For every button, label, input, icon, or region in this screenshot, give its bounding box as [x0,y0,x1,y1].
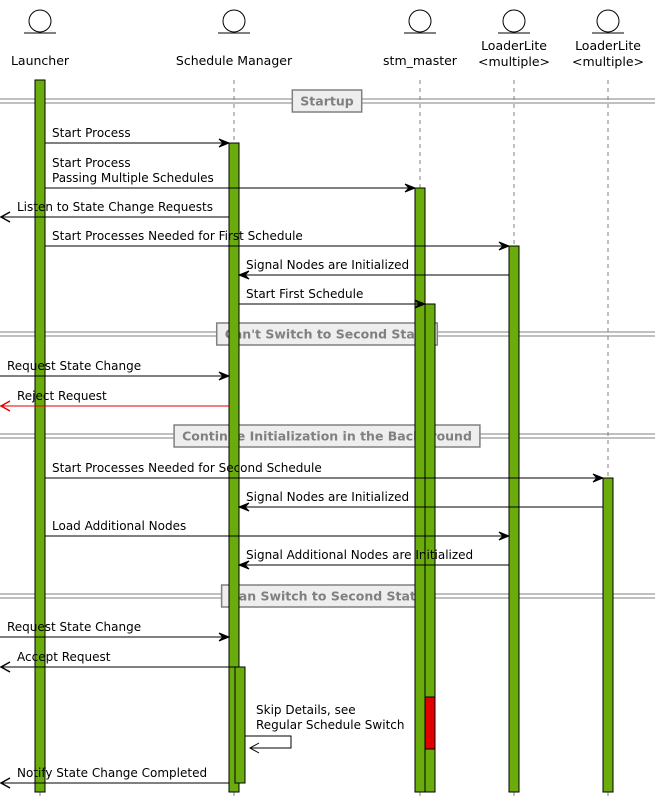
separator-3: Can Switch to Second State [0,584,655,608]
boundary-actor-icon [498,9,530,34]
activation-stm-master-nested [424,303,436,793]
message-label: Load Additional Nodes [52,519,186,533]
message-label: Signal Nodes are Initialized [246,490,409,504]
message-arrow-head [237,502,250,512]
activation-loaderlite-a [508,245,520,793]
message-arrow-head [414,299,427,309]
separator-box [291,89,363,113]
message-11: Signal Additional Nodes are Initialized [237,548,509,570]
message-5: Start First Schedule [239,287,427,309]
message-arrow-head [498,531,511,541]
message-label: Signal Additional Nodes are Initialized [246,548,473,562]
separator-label: Startup [300,94,353,109]
message-arrow-line [245,735,292,749]
message-arrow-head [237,270,250,280]
message-arrow-head [0,661,11,673]
separator-label: Continue Initialization in the Backgroun… [182,429,472,444]
message-arrow-head [0,777,11,789]
message-arrow-head [498,241,511,251]
message-13: Accept Request [0,650,235,673]
boundary-actor-icon [592,9,624,34]
separator-box [173,424,481,448]
separator-2: Continue Initialization in the Backgroun… [0,424,655,448]
activation-launcher [34,79,46,793]
message-label: Notify State Change Completed [17,766,207,780]
separator-1: Can't Switch to Second State [0,322,655,346]
message-label: Skip Details, see [256,703,356,717]
message-10: Load Additional Nodes [45,519,511,541]
message-15: Notify State Change Completed [0,766,229,789]
message-arrow-head [218,371,231,381]
participant-schedule_manager: Schedule Manager [176,9,293,68]
message-9: Signal Nodes are Initialized [237,490,603,512]
message-label: Start Process [52,156,131,170]
separator-0: Startup [0,89,655,113]
boundary-actor-icon [24,9,56,34]
message-12: Request State Change [0,620,231,642]
message-label: Passing Multiple Schedules [52,171,214,185]
activation-loaderlite-b [602,477,614,793]
participant-launcher: Launcher [11,9,70,68]
message-arrow-head [0,211,11,223]
message-label: Accept Request [17,650,111,664]
message-arrow-head [0,400,11,412]
activation-stm-master-alert [424,696,436,750]
participant-name: LoaderLite [575,38,641,53]
message-label: Request State Change [7,620,141,634]
participant-name: Launcher [11,53,70,68]
activation-schedule-manager-nested [234,666,246,784]
message-arrow-head [248,742,260,754]
separator-box [215,322,439,346]
boundary-actor-icon [218,9,250,34]
message-label: Regular Schedule Switch [256,718,404,732]
participant-stm_master: stm_master [383,9,458,68]
separator-label: Can't Switch to Second State [225,327,430,342]
participant-subtitle: <multiple> [478,54,550,69]
participant-name: stm_master [383,53,458,68]
activation-schedule-manager [228,142,240,793]
message-arrow-head [218,138,231,148]
message-arrow-head [218,632,231,642]
message-label: Start Process [52,126,131,140]
separator-label: Can Switch to Second State [230,589,425,604]
message-arrow-head [237,560,250,570]
message-arrow-head [592,473,605,483]
participant-name: Schedule Manager [176,53,293,68]
activation-stm-master [414,187,426,793]
participant-subtitle: <multiple> [572,54,644,69]
message-label: Listen to State Change Requests [17,200,213,214]
message-label: Request State Change [7,359,141,373]
message-0: Start Process [45,126,231,148]
participants: Launcher Schedule Manager stm_master Loader… [11,9,644,69]
activation-bars [34,79,614,793]
message-3: Start Processes Needed for First Schedul… [45,229,511,251]
message-label: Signal Nodes are Initialized [246,258,409,272]
message-label: Reject Request [17,389,107,403]
participant-name: LoaderLite [481,38,547,53]
message-6: Request State Change [0,359,231,381]
boundary-actor-icon [404,9,436,34]
message-8: Start Processes Needed for Second Schedu… [45,461,605,483]
message-label: Start Processes Needed for Second Schedu… [52,461,322,475]
participant-loaderlite_a: LoaderLite<multiple> [478,9,550,69]
message-arrow-head [404,183,417,193]
message-7: Reject Request [0,389,229,412]
participant-loaderlite_b: LoaderLite<multiple> [572,9,644,69]
message-4: Signal Nodes are Initialized [237,258,509,280]
message-label: Start First Schedule [246,287,363,301]
message-label: Start Processes Needed for First Schedul… [52,229,303,243]
message-2: Listen to State Change Requests [0,200,229,223]
